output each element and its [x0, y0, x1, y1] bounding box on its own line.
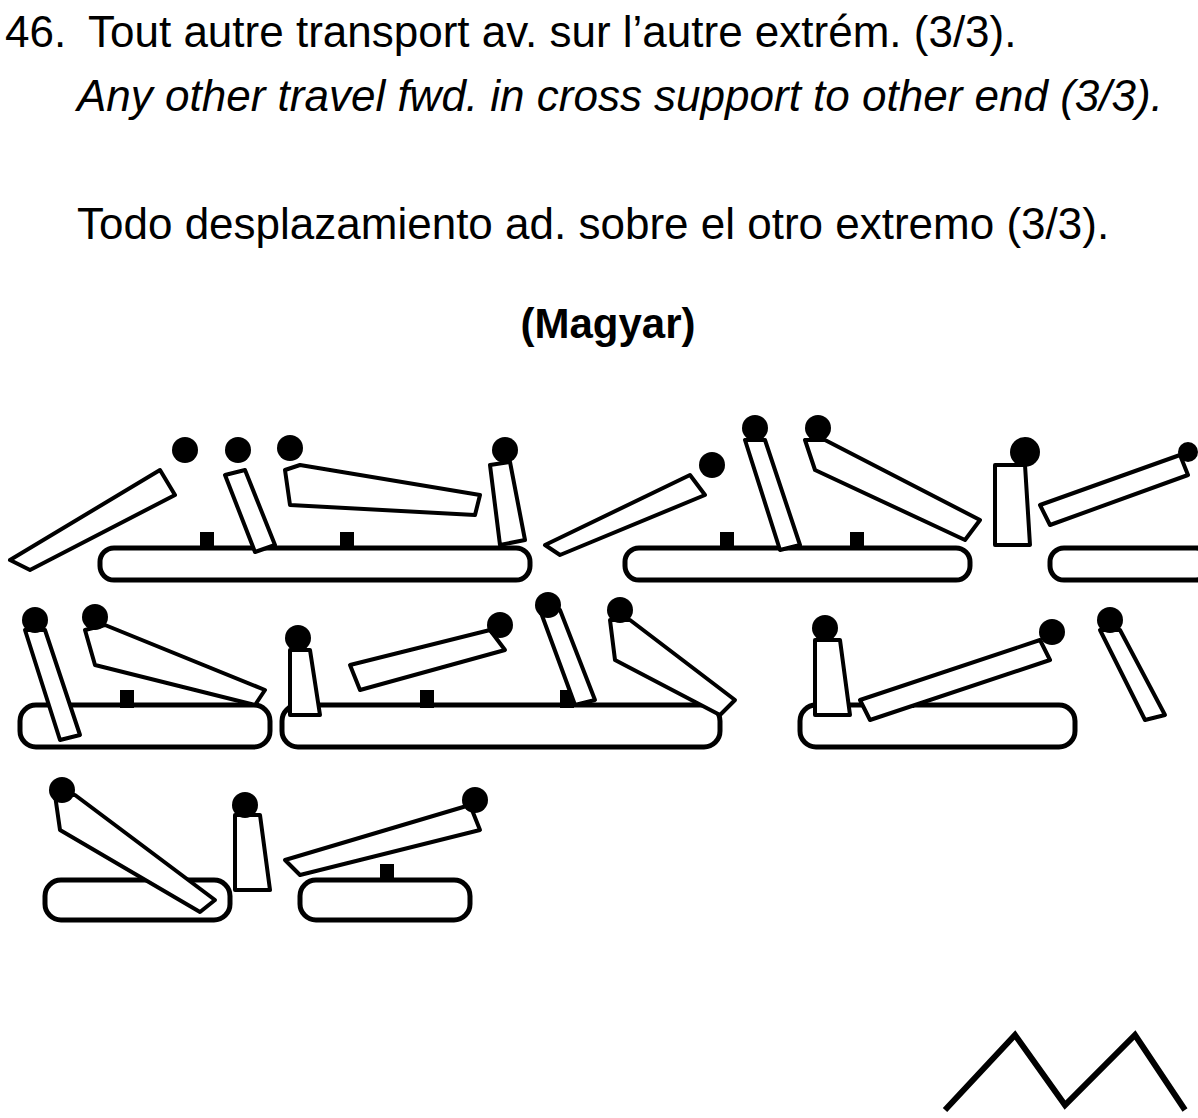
spanish-description: Todo desplazamiento ad. sobre el otro ex… [77, 192, 1193, 256]
element-number: 46. [5, 0, 85, 64]
difficulty-symbol [945, 1035, 1185, 1110]
french-description: Tout autre transport av. sur l’autre ext… [88, 0, 1194, 64]
element-name: (Magyar) [400, 292, 816, 356]
english-description: Any other travel fwd. in cross support t… [77, 64, 1193, 128]
